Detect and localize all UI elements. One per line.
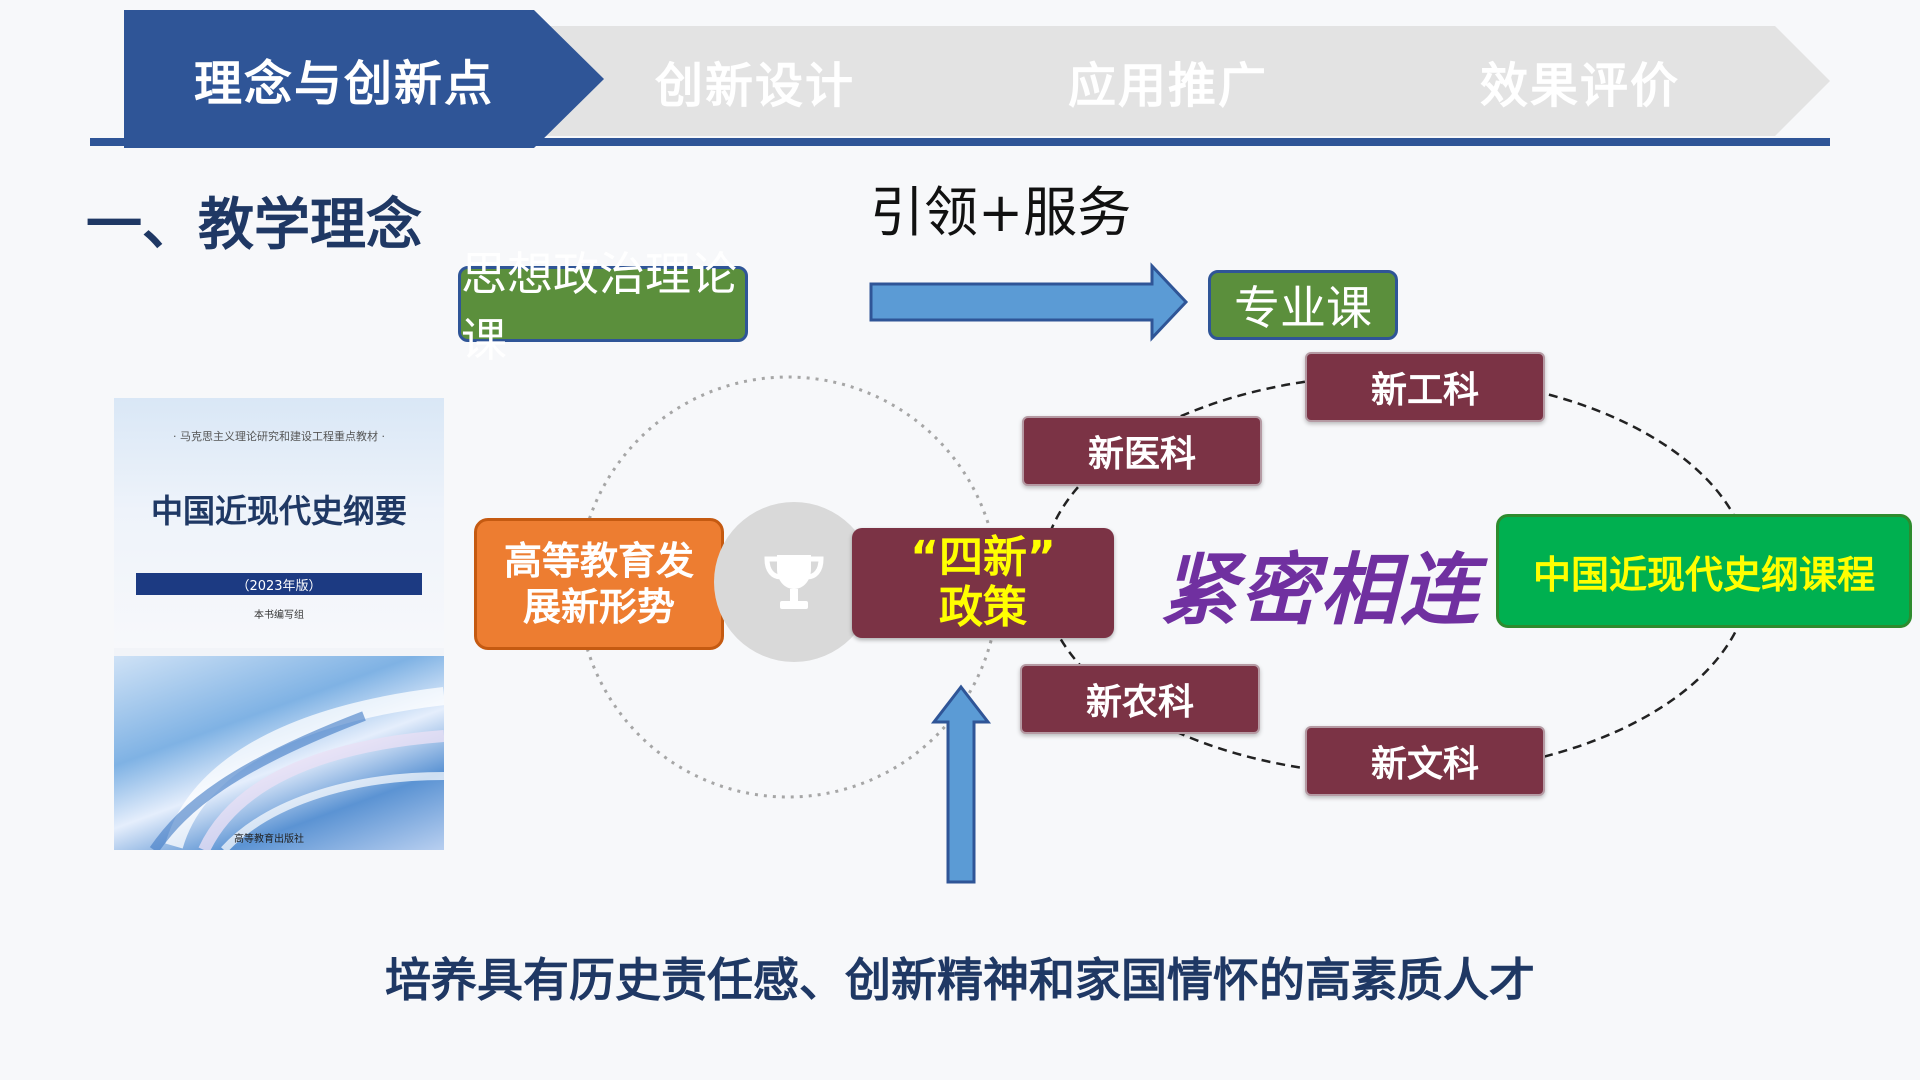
- book-title: 中国近现代史纲要: [150, 492, 407, 530]
- nav-underline: [90, 138, 1830, 146]
- nav-step-label: 理念与创新点: [193, 56, 494, 112]
- major-course-label: 专业课: [1234, 281, 1372, 335]
- book-cover-art: [114, 656, 444, 850]
- training-goal: 培养具有历史责任感、创新精神和家国情怀的高素质人才: [385, 953, 1535, 1007]
- book-swirl-art: [149, 687, 444, 850]
- four-new-policy-box: “四新” 政策: [852, 528, 1114, 638]
- new-agriculture-box: 新农科: [1020, 664, 1260, 734]
- ideology-course-box: 思想政治理论课: [458, 247, 748, 367]
- textbook-cover: · 马克思主义理论研究和建设工程重点教材 · 中国近现代史纲要 （2023年版）…: [114, 398, 444, 850]
- higher-education-line2: 展新形势: [522, 585, 675, 629]
- new-agriculture-label: 新农科: [1085, 682, 1194, 723]
- nav-step-label: 效果评价: [1479, 58, 1680, 114]
- closely-linked-text: 紧密相连: [1160, 546, 1481, 636]
- new-liberal-arts-label: 新文科: [1370, 744, 1479, 785]
- nav-step-concept[interactable]: 理念与创新点: [124, 10, 604, 148]
- four-new-line1: “四新”: [910, 532, 1056, 583]
- trophy-icon: [764, 555, 824, 609]
- new-medicine-label: 新医科: [1087, 434, 1196, 475]
- lead-title: 引领+服务: [870, 181, 1132, 244]
- new-engineering-label: 新工科: [1370, 370, 1479, 411]
- book-series: · 马克思主义理论研究和建设工程重点教材 ·: [173, 430, 385, 443]
- book-publisher: 高等教育出版社: [234, 834, 304, 845]
- flow-arrow: [869, 262, 1189, 342]
- four-new-line2: 政策: [939, 582, 1027, 633]
- history-course-box: 中国近现代史纲课程: [1496, 514, 1912, 628]
- up-arrow: [930, 684, 992, 884]
- higher-education-box: 高等教育发 展新形势: [474, 518, 724, 650]
- book-editor: 本书编写组: [254, 610, 304, 621]
- book-edition: （2023年版）: [136, 573, 422, 595]
- book-cover-top: [114, 398, 444, 648]
- new-engineering-box: 新工科: [1305, 352, 1545, 422]
- new-liberal-arts-box: 新文科: [1305, 726, 1545, 796]
- higher-education-line1: 高等教育发: [503, 539, 694, 583]
- new-medicine-box: 新医科: [1022, 416, 1262, 486]
- nav-step-label: 创新设计: [654, 58, 855, 114]
- history-course-label: 中国近现代史纲课程: [1532, 552, 1875, 597]
- section-title: 一、教学理念: [86, 193, 422, 258]
- trophy-badge: [714, 502, 874, 662]
- major-course-box: 专业课: [1208, 270, 1398, 340]
- ideology-course-label: 思想政治理论课: [461, 247, 737, 367]
- nav-step-label: 应用推广: [1067, 58, 1268, 114]
